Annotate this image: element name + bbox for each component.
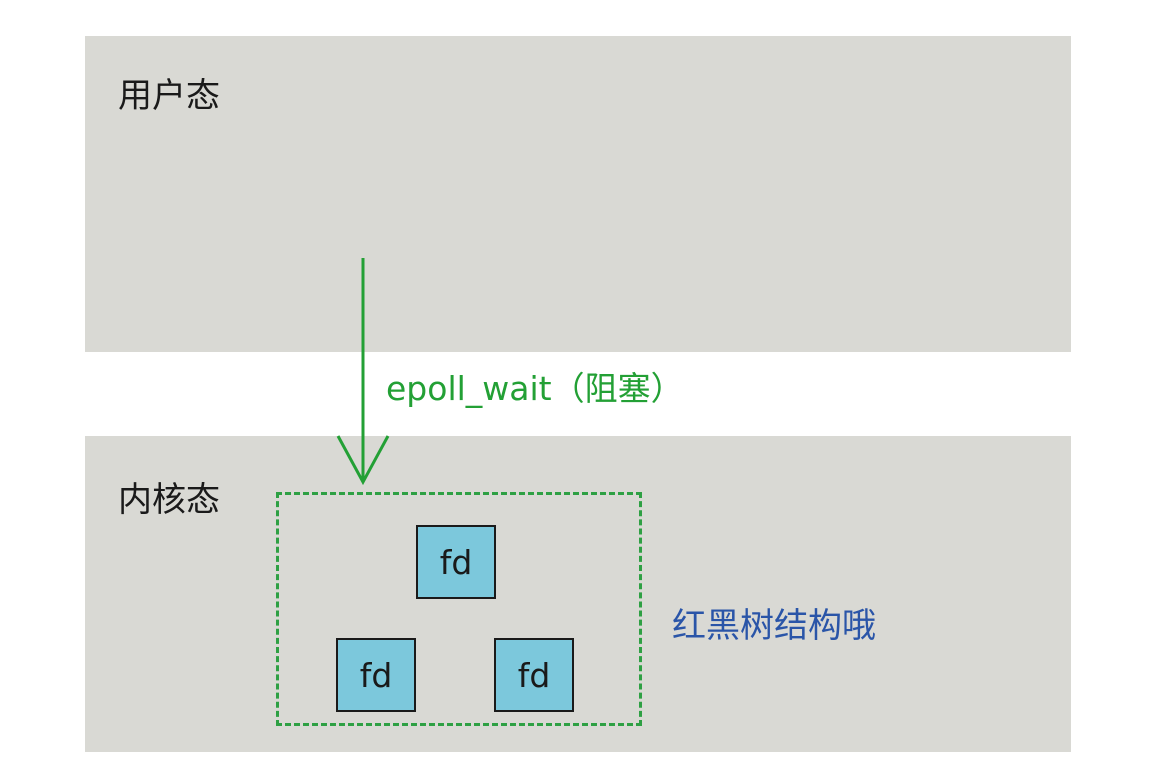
fd-node-right: fd [494, 638, 574, 712]
red-black-tree-note: 红黑树结构哦 [672, 606, 876, 646]
kernel-space-label: 内核态 [118, 480, 220, 520]
fd-node-left: fd [336, 638, 416, 712]
epoll-wait-label: epoll_wait（阻塞） [386, 369, 684, 408]
user-space-label: 用户态 [118, 76, 220, 116]
fd-node-root: fd [416, 525, 496, 599]
user-space-panel [85, 36, 1071, 352]
red-black-tree-box [276, 492, 642, 726]
kernel-space-panel [85, 436, 1071, 752]
